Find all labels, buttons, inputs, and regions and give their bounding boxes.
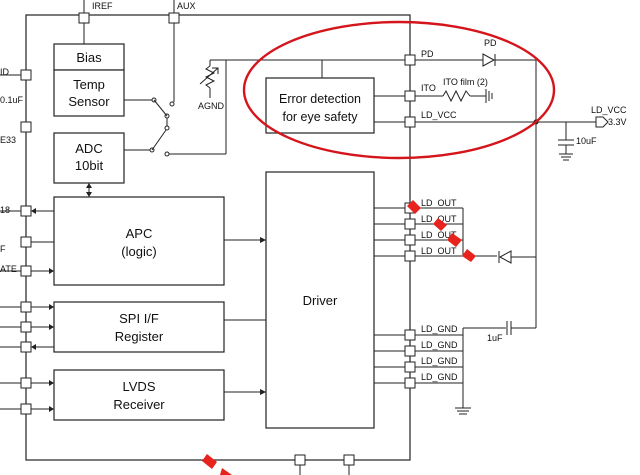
spi-block <box>53 301 225 353</box>
left-label-e33: E33 <box>0 135 16 145</box>
apc-label-2: (logic) <box>121 244 156 259</box>
highlight-ellipse <box>242 20 556 160</box>
lvds-label-1: LVDS <box>123 379 156 394</box>
left-label-f: F <box>0 244 6 254</box>
ld-gnd-label-2: LD_GND <box>421 340 458 350</box>
ld-vcc-output-icon <box>595 116 609 128</box>
iref-pin <box>78 12 90 24</box>
laser-diode-icon <box>498 250 512 264</box>
left-label-cap: 0.1uF <box>0 95 24 105</box>
ld-vcc-out-label: LD_VCC <box>591 105 627 115</box>
cap-10uf-label: 10uF <box>576 136 597 146</box>
error-detection-block <box>265 77 375 134</box>
ito-film-label: ITO film (2) <box>443 77 488 87</box>
mux-node-aux <box>169 101 175 107</box>
bottom-pin-1 <box>294 454 306 466</box>
pd-pin-label: PD <box>421 49 434 59</box>
temp-label-2: Sensor <box>68 94 110 109</box>
temp-label-1: Temp <box>73 77 105 92</box>
ld-out-label-4: LD_OUT <box>421 246 457 256</box>
agnd-resistor-icon <box>204 65 216 89</box>
ld-out-label-3: LD_OUT <box>421 230 457 240</box>
left-label-18: 18 <box>0 205 10 215</box>
cap-1uf-label: 1uF <box>487 333 503 343</box>
mux2-node-agnd <box>164 151 170 157</box>
spi-label-2: Register <box>115 329 164 344</box>
v33-label: 3.3V <box>608 117 627 127</box>
watermark-fragments <box>202 200 476 475</box>
aux-pin <box>168 12 180 24</box>
mux2-node-in <box>164 125 170 131</box>
left-label-ate: ATE <box>0 264 17 274</box>
adc-label-2: 10bit <box>75 158 104 173</box>
ld-gnd-label-1: LD_GND <box>421 324 458 334</box>
ito-pin-label: ITO <box>421 83 436 93</box>
pd-diode-label: PD <box>484 38 497 48</box>
spi-label-1: SPI I/F <box>119 311 159 326</box>
bias-label: Bias <box>76 50 102 65</box>
apc-label-1: APC <box>126 226 153 241</box>
iref-label: IREF <box>92 1 113 11</box>
ito-resistor-icon <box>442 89 471 103</box>
adc-arrow-up-icon <box>86 183 92 188</box>
driver-block <box>265 171 375 429</box>
agnd-label: AGND <box>198 101 225 111</box>
temp-sensor-block <box>53 69 125 117</box>
lvds-label-2: Receiver <box>113 397 165 412</box>
adc-arrow-down-icon <box>86 192 92 197</box>
lvds-block <box>53 369 225 421</box>
ld-gnd-label-4: LD_GND <box>421 372 458 382</box>
error-label-2: for eye safety <box>282 110 358 124</box>
ld-vcc-pin-label: LD_VCC <box>421 110 457 120</box>
apc-block <box>53 196 225 286</box>
adc-label-1: ADC <box>75 141 102 156</box>
pd-diode-icon <box>482 53 496 67</box>
ld-gnd-label-3: LD_GND <box>421 356 458 366</box>
aux-label: AUX <box>177 1 196 11</box>
driver-label: Driver <box>303 293 338 308</box>
ld-out-label-1: LD_OUT <box>421 198 457 208</box>
left-label-id: ID <box>0 67 10 77</box>
bias-block <box>53 43 125 71</box>
bottom-pin-2 <box>343 454 355 466</box>
error-label-1: Error detection <box>279 92 361 106</box>
